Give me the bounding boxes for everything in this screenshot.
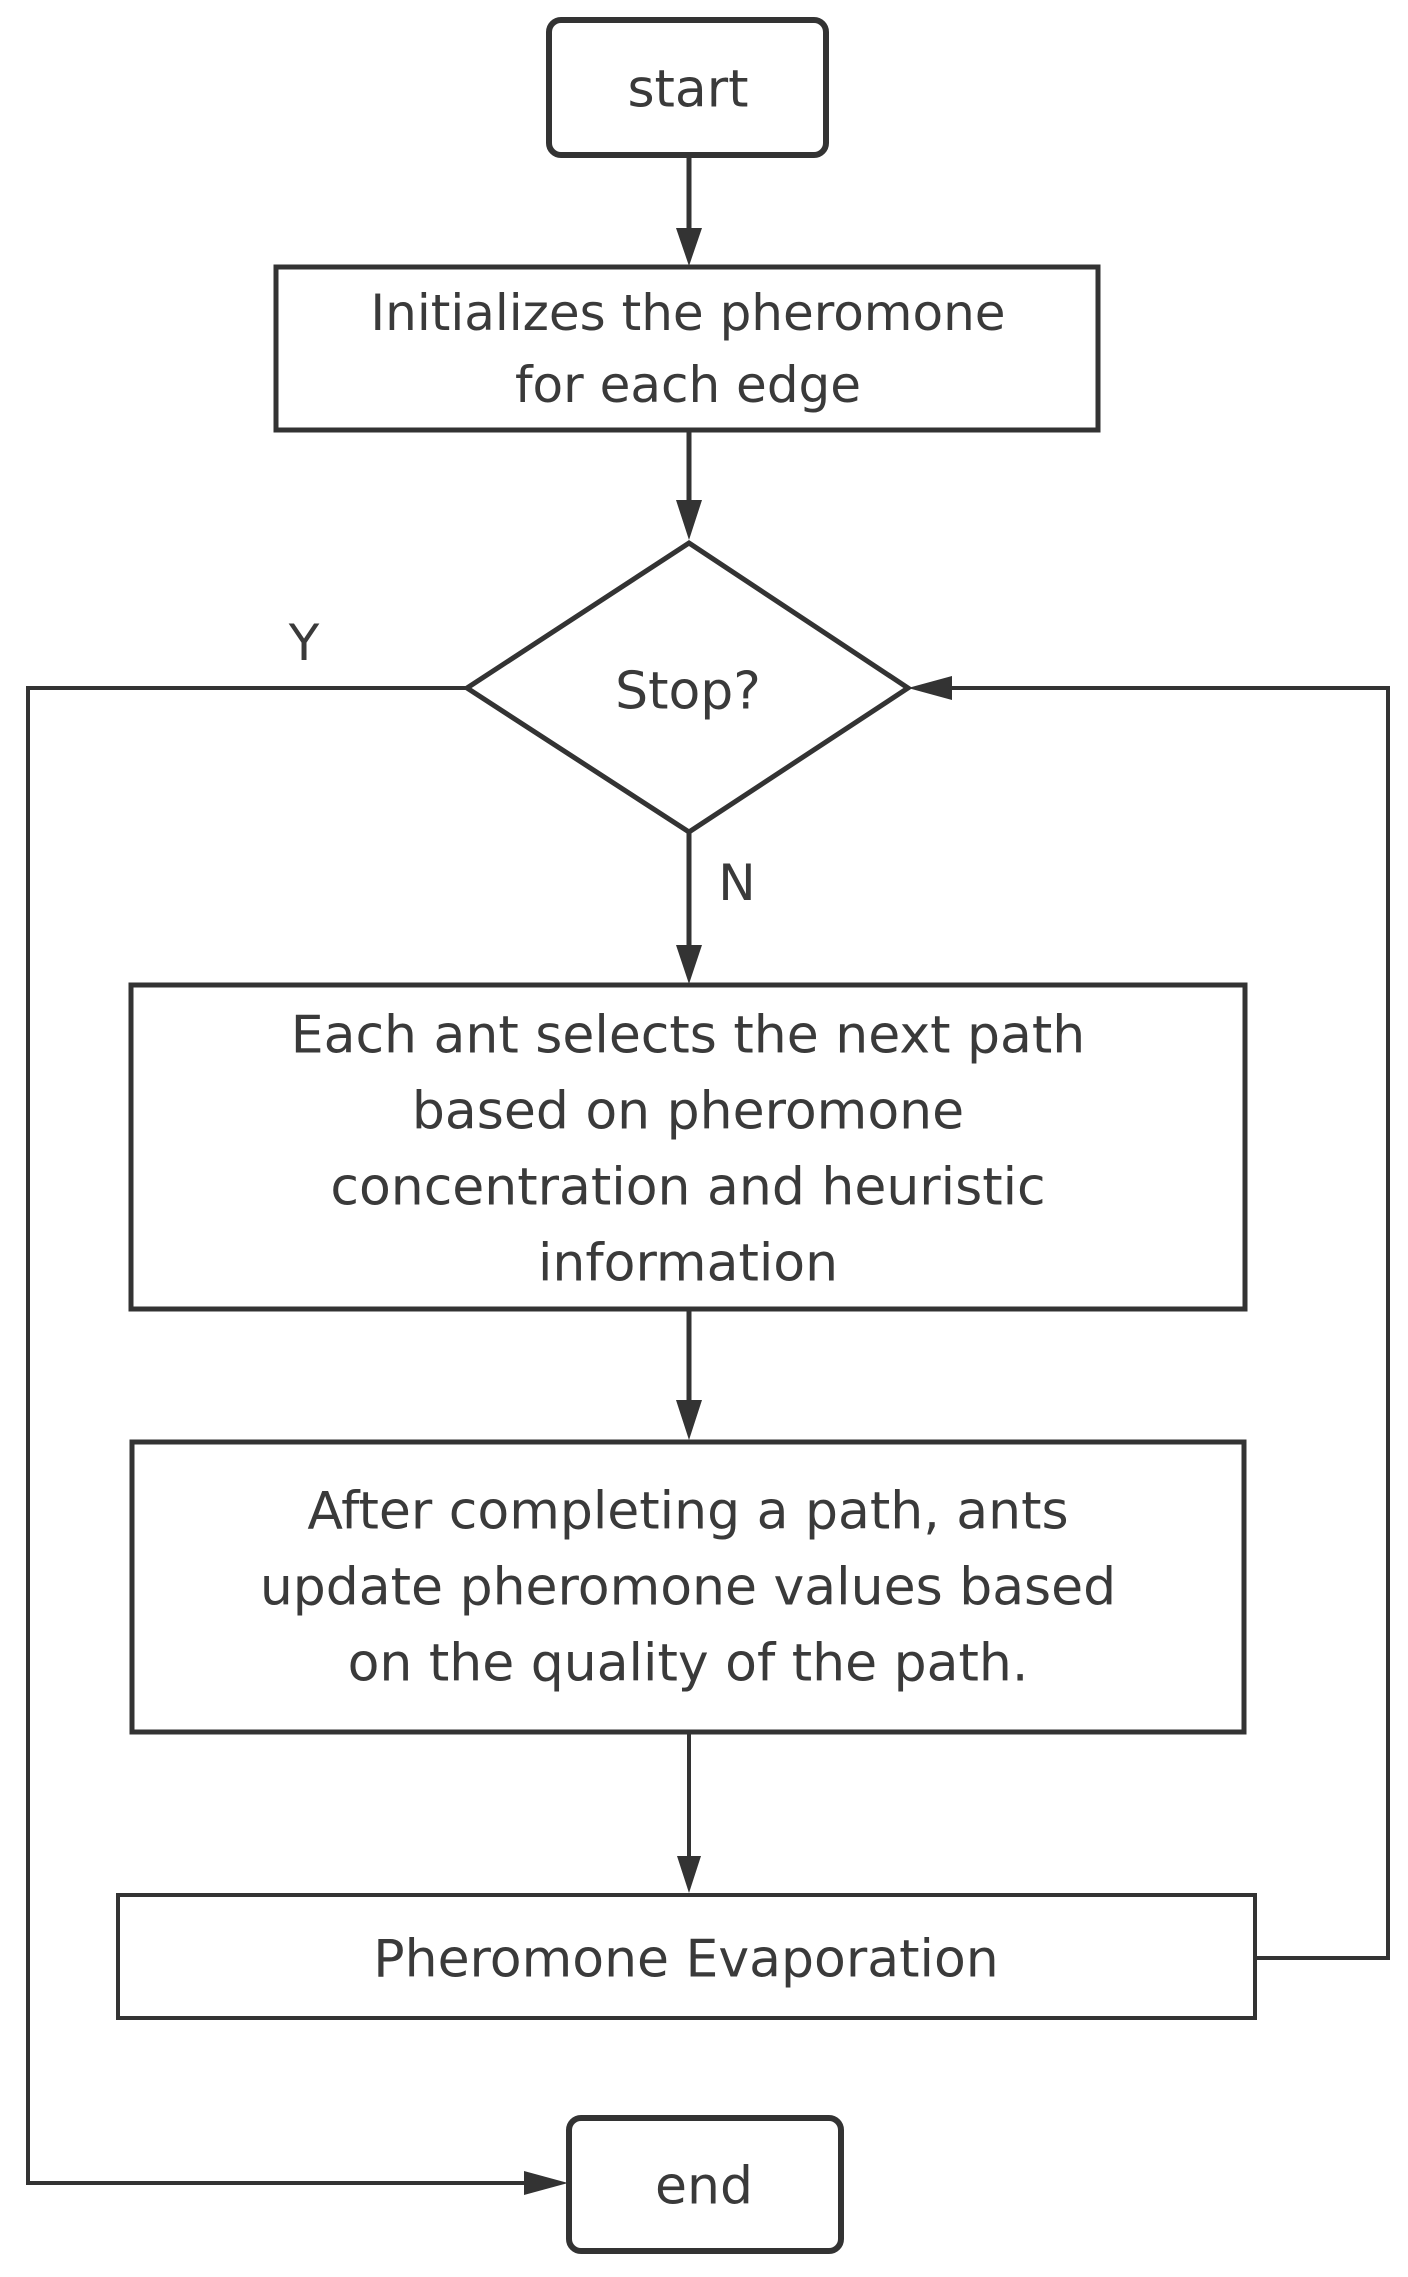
node-initialize-pheromone: Initializes the pheromone for each edge (273, 264, 1101, 433)
select-label-line: Each ant selects the next path (291, 1006, 1085, 1066)
arrowhead-decision (676, 500, 702, 540)
update-pheromone-label: After completing a path, ants update pher… (260, 1482, 1116, 1694)
init-label-line: for each edge (515, 356, 861, 414)
arrowhead-evaporate (677, 1856, 701, 1893)
init-label-line: Initializes the pheromone (370, 284, 1005, 342)
edge-evaporate-loop-to-decision (950, 686, 1390, 1960)
node-start: start (546, 17, 829, 158)
select-path-label: Each ant selects the next path based on p… (291, 1006, 1085, 1294)
select-label-line: information (538, 1234, 838, 1294)
initialize-pheromone-label: Initializes the pheromone for each edge (370, 284, 1005, 414)
update-label-line: After completing a path, ants (307, 1482, 1068, 1542)
select-label-line: based on pheromone (412, 1082, 964, 1142)
stop-decision-label: Stop? (615, 662, 761, 722)
node-stop-decision: Stop? (462, 540, 913, 835)
start-label-line: start (627, 60, 748, 120)
evaporate-label-line: Pheromone Evaporation (373, 1930, 998, 1990)
edge-label-no: N (718, 854, 755, 912)
arrowhead-init (676, 228, 702, 266)
edge-decision-yes-to-end (26, 686, 535, 2185)
select-label-line: concentration and heuristic (330, 1158, 1045, 1218)
arrowhead-select (676, 945, 702, 984)
arrowhead-end (524, 2171, 568, 2195)
pheromone-evaporation-label: Pheromone Evaporation (373, 1930, 998, 1990)
decision-label-line: Stop? (615, 662, 761, 722)
node-pheromone-evaporation: Pheromone Evaporation (116, 1893, 1257, 2020)
update-label-line: update pheromone values based (260, 1558, 1116, 1618)
node-select-path: Each ant selects the next path based on p… (128, 982, 1248, 1312)
edge-label-yes: Y (288, 614, 320, 672)
edges (26, 155, 1390, 2195)
arrowhead-update (676, 1400, 702, 1440)
node-end: end (566, 2115, 844, 2254)
end-label: end (655, 2157, 753, 2217)
node-update-pheromone: After completing a path, ants update pher… (129, 1439, 1247, 1735)
update-label-line: on the quality of the path. (348, 1634, 1029, 1694)
end-label-line: end (655, 2157, 753, 2217)
arrowhead-loop (908, 676, 952, 700)
start-label: start (627, 60, 748, 120)
